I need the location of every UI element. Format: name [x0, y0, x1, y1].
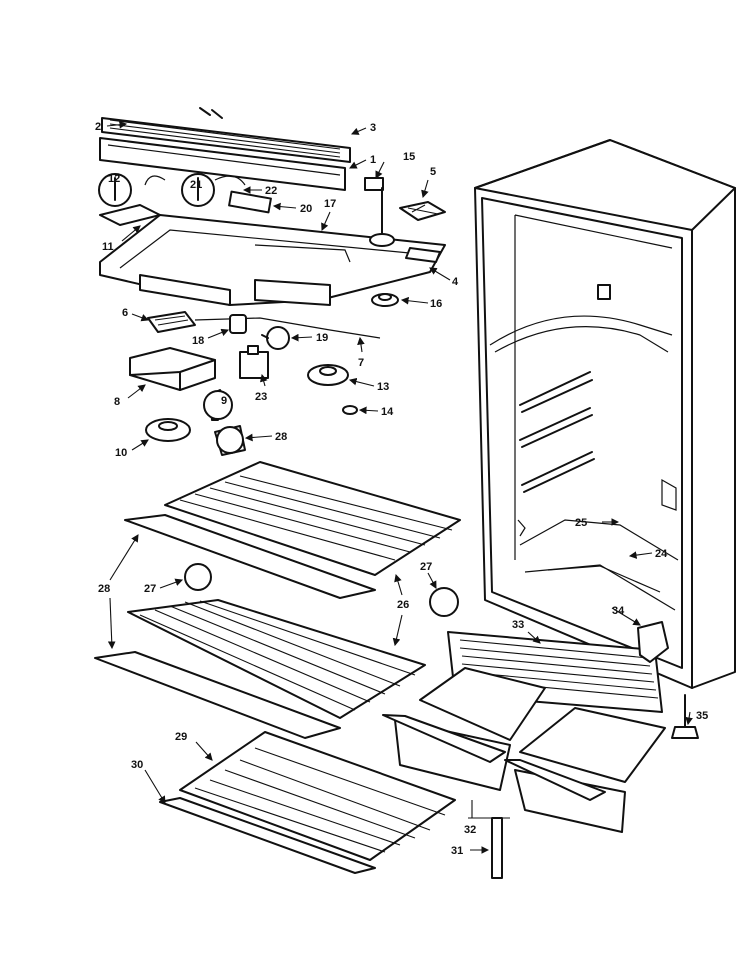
callout-26: 26	[397, 599, 409, 611]
callout-28-left: 28	[98, 583, 110, 595]
callout-10: 10	[115, 447, 127, 459]
shelves	[94, 426, 461, 874]
electrical-components	[129, 311, 381, 456]
callout-14: 14	[381, 406, 394, 418]
callout-13: 13	[377, 381, 389, 393]
callout-23: 23	[255, 391, 267, 403]
callout-17: 17	[324, 198, 336, 210]
callout-30: 30	[131, 759, 143, 771]
callout-7: 7	[358, 357, 364, 369]
callout-5: 5	[430, 166, 436, 178]
callout-6: 6	[122, 307, 128, 319]
refrigerator-cabinet	[474, 139, 736, 689]
callout-27-right: 27	[420, 561, 432, 573]
callout-20: 20	[300, 203, 312, 215]
callout-9: 9	[221, 395, 227, 407]
control-housing	[98, 107, 446, 307]
callout-19: 19	[316, 332, 328, 344]
crisper-drawers	[382, 621, 699, 879]
callout-labels: 2 3 1 15 5 12 21 22 20 17 11 4 16 6 18 1…	[95, 120, 708, 857]
callout-3: 3	[370, 122, 376, 134]
callout-4: 4	[452, 276, 459, 288]
callout-11: 11	[102, 241, 114, 253]
callout-12: 12	[108, 173, 120, 185]
callout-35: 35	[696, 710, 708, 722]
callout-22: 22	[265, 185, 277, 197]
callout-21: 21	[190, 179, 202, 191]
callout-24: 24	[655, 548, 668, 560]
callout-32: 32	[464, 824, 476, 836]
callout-16: 16	[430, 298, 442, 310]
callout-1: 1	[370, 154, 376, 166]
callout-18: 18	[192, 335, 204, 347]
callout-28-top: 28	[275, 431, 287, 443]
callout-29: 29	[175, 731, 187, 743]
callout-8: 8	[114, 396, 120, 408]
callout-27-left: 27	[144, 583, 156, 595]
callout-33: 33	[512, 619, 524, 631]
callout-2: 2	[95, 121, 101, 133]
callout-34: 34	[612, 605, 625, 617]
callout-31: 31	[451, 845, 463, 857]
callout-25: 25	[575, 517, 587, 529]
callout-15: 15	[403, 151, 415, 163]
